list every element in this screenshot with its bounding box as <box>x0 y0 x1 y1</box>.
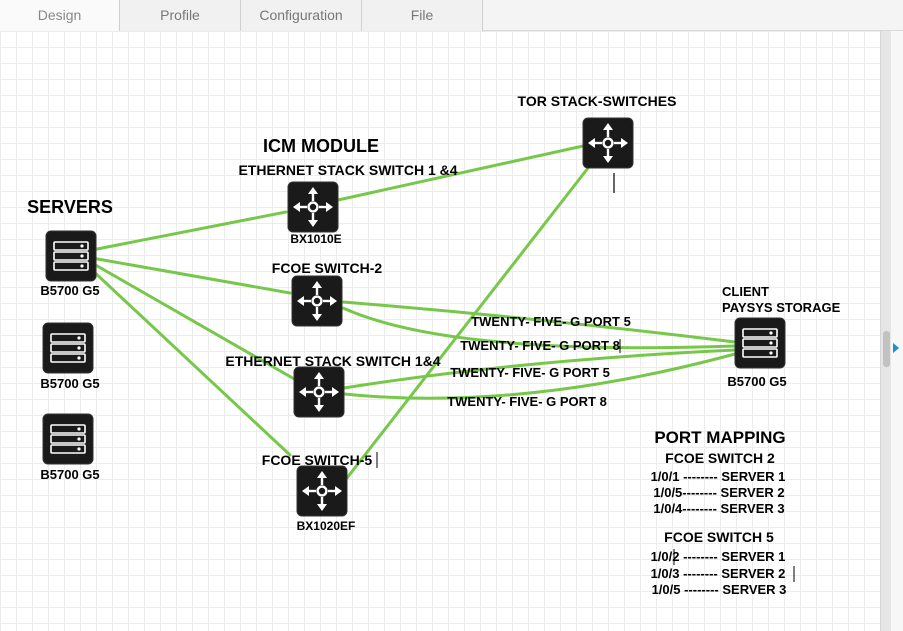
link-fcoe2-client-port5[interactable] <box>341 300 737 344</box>
tor-stack-switch-node[interactable] <box>582 117 634 169</box>
side-panel-strip <box>891 31 903 631</box>
switch5-mapping-title: FCOE SWITCH 5 <box>664 529 774 545</box>
links <box>90 144 737 480</box>
switch5-mapping-row: 1/0/2 -------- SERVER 1 <box>651 549 786 564</box>
link-server1-ethswitch-a[interactable] <box>90 210 288 252</box>
link-server1-fcoe5[interactable] <box>90 268 292 457</box>
switch5-mapping-row: 1/0/5 -------- SERVER 3 <box>652 582 787 597</box>
fcoe-switch-5-label: FCOE SWITCH-5 <box>262 452 373 468</box>
fcoe-switch-2-label: FCOE SWITCH-2 <box>272 260 383 276</box>
vertical-scrollbar[interactable] <box>880 31 891 631</box>
port-label-c: TWENTY- FIVE- G PORT 5 <box>450 365 610 380</box>
server-3-node[interactable] <box>42 413 94 465</box>
servers-title-label: SERVERS <box>27 197 113 217</box>
network-diagram: TOR STACK-SWITCHES ICM MODULE ETHERNET S… <box>27 93 841 597</box>
port-mapping-title: PORT MAPPING <box>654 428 785 447</box>
client-model-label: B5700 G5 <box>727 374 786 389</box>
tab-design[interactable]: Design <box>0 0 120 31</box>
server-2-node[interactable] <box>42 322 94 374</box>
link-fcoe2-client-port8[interactable] <box>341 306 737 350</box>
client-line2-label: PAYSYS STORAGE <box>722 300 841 315</box>
bx1020ef-label: BX1020EF <box>297 519 356 533</box>
ethernet-stack-switch-a-node[interactable] <box>287 181 339 233</box>
server-3-label: B5700 G5 <box>40 467 99 482</box>
switch5-mapping-row: 1/0/3 -------- SERVER 2 <box>651 566 786 581</box>
eth-switch-1and4-label: ETHERNET STACK SWITCH 1&4 <box>225 353 440 369</box>
eth-switch-1-4-label: ETHERNET STACK SWITCH 1 &4 <box>238 162 457 178</box>
client-storage-node[interactable] <box>734 317 786 369</box>
port-mapping-table: PORT MAPPING FCOE SWITCH 2 1/0/1 -------… <box>651 428 795 597</box>
expand-panel-arrow-icon[interactable] <box>893 343 899 353</box>
switch2-mapping-row: 1/0/5-------- SERVER 2 <box>653 485 784 500</box>
server-2-label: B5700 G5 <box>40 376 99 391</box>
link-server1-ethswitch-b[interactable] <box>90 261 298 382</box>
fcoe-switch-5-node[interactable] <box>296 465 348 517</box>
link-ethswitch-b-client-port8[interactable] <box>342 352 737 400</box>
tab-file[interactable]: File <box>362 0 483 31</box>
link-ethswitch-a-tor[interactable] <box>336 144 585 202</box>
scrollbar-thumb[interactable] <box>883 331 890 367</box>
bx1010e-label: BX1010E <box>290 232 341 246</box>
link-server1-fcoe2[interactable] <box>90 256 292 295</box>
tab-bar: Design Profile Configuration File <box>0 0 903 31</box>
ethernet-stack-switch-b-node[interactable] <box>293 366 345 418</box>
port-label-b: TWENTY- FIVE- G PORT 8 <box>460 338 620 353</box>
diagram-canvas[interactable] <box>0 31 880 631</box>
icm-title-label: ICM MODULE <box>263 136 379 156</box>
client-line1-label: CLIENT <box>722 284 769 299</box>
port-label-d: TWENTY- FIVE- G PORT 8 <box>447 394 607 409</box>
link-ethswitch-b-client-port5[interactable] <box>342 348 737 390</box>
switch2-mapping-title: FCOE SWITCH 2 <box>665 450 775 466</box>
fcoe-switch-2-node[interactable] <box>291 275 343 327</box>
port-label-a: TWENTY- FIVE- G PORT 5 <box>471 314 631 329</box>
switch2-mapping-row: 1/0/4-------- SERVER 3 <box>653 501 784 516</box>
server-1-label: B5700 G5 <box>40 283 99 298</box>
switch2-mapping-row: 1/0/1 -------- SERVER 1 <box>651 469 786 484</box>
tab-profile[interactable]: Profile <box>120 0 241 31</box>
tab-configuration[interactable]: Configuration <box>241 0 362 31</box>
tor-title-label: TOR STACK-SWITCHES <box>518 93 677 109</box>
link-fcoe5-tor[interactable] <box>345 166 590 480</box>
server-1-node[interactable] <box>45 230 97 282</box>
